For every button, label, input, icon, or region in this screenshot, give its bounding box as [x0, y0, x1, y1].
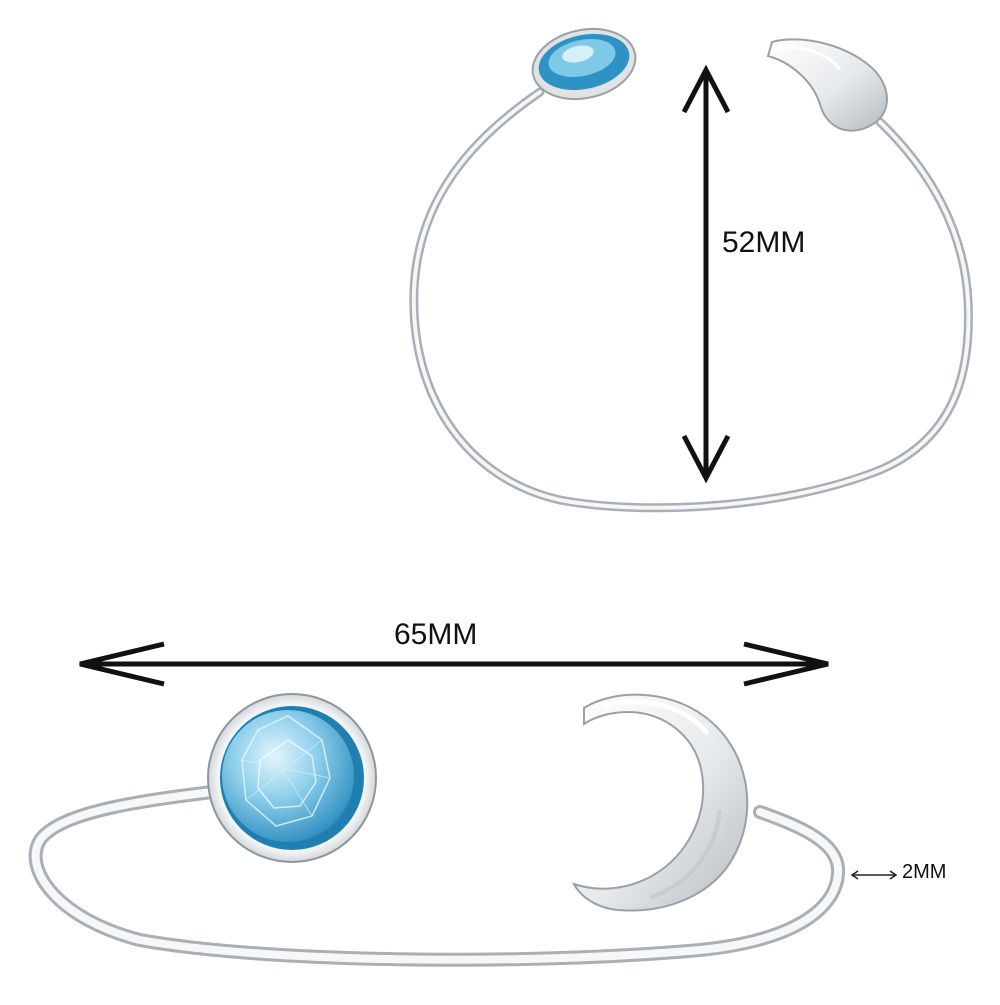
height-dimension-label: 52MM	[722, 226, 806, 259]
top-view-bracelet	[409, 28, 973, 513]
top-moon-charm	[766, 38, 888, 132]
height-dimension-arrow	[681, 64, 731, 484]
large-crescent-moon	[572, 693, 749, 912]
width-dimension-label: 65MM	[394, 618, 478, 651]
large-topaz-gem	[207, 693, 377, 863]
thickness-dimension-label: 2MM	[902, 861, 947, 883]
thickness-dimension-arrow	[850, 870, 898, 880]
top-gem-setting	[531, 28, 637, 100]
side-view-bracelet	[28, 693, 846, 967]
width-dimension-arrow	[79, 641, 829, 687]
